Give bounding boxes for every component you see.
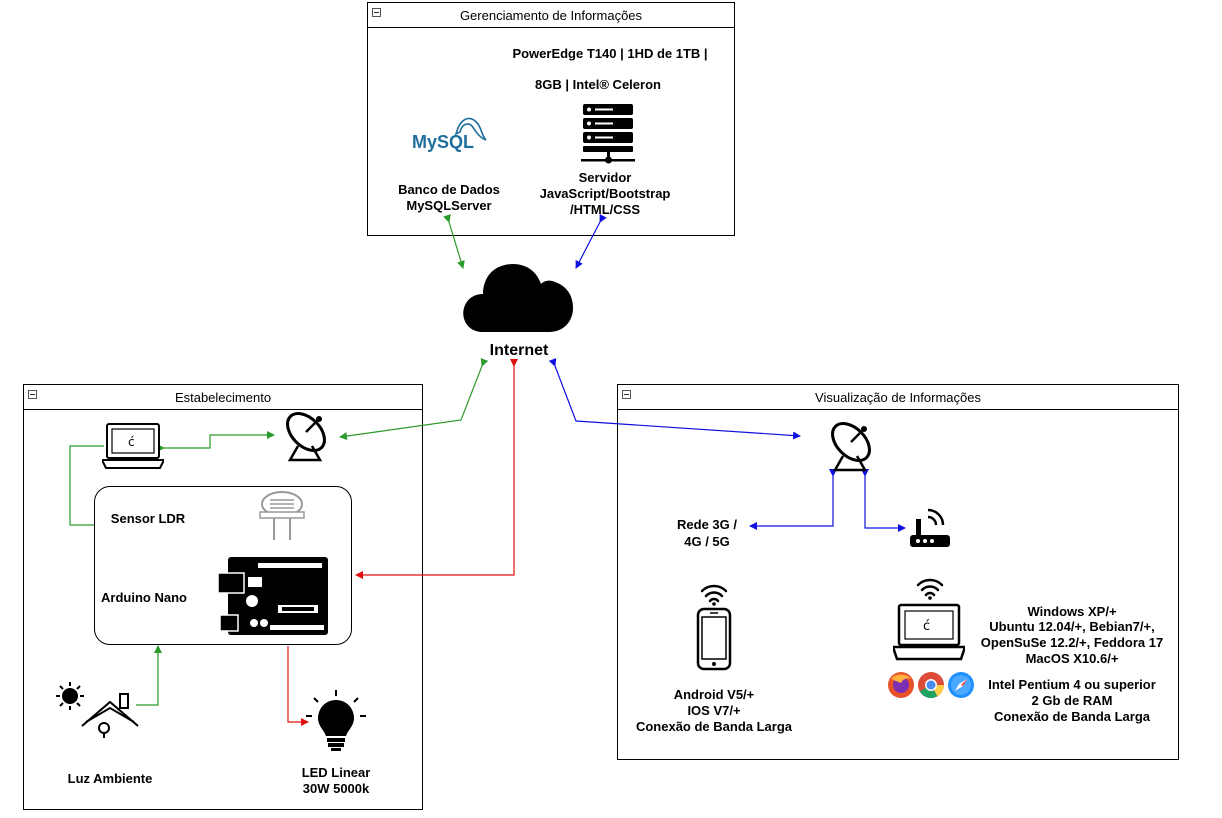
dish-network-link (749, 469, 837, 530)
wifi-icon (700, 584, 728, 606)
db-internet-link (443, 214, 465, 269)
mysql-logo: MySQL (412, 117, 487, 152)
house-sun-icon (56, 682, 139, 738)
server-label-line1: Servidor (578, 170, 632, 185)
arduino-board-icon (218, 557, 328, 635)
server-label-line2: JavaScript/Bootstrap (539, 186, 671, 201)
server-rack-icon (581, 104, 635, 164)
network-label-line2: 4G / 5G (684, 534, 730, 549)
desktop-hw-line1: Intel Pentium 4 ou superior (988, 677, 1156, 692)
router-icon (910, 508, 950, 547)
satellite-dish-icon (286, 412, 326, 462)
establishment-title: Estabelecimento (174, 389, 272, 405)
laptop-icon[interactable]: ć (893, 603, 965, 661)
chrome-icon (918, 672, 945, 699)
info-management-title: Gerenciamento de Informações (459, 7, 643, 23)
mysql-logo-text: MySQL (412, 132, 474, 152)
desktop-os-line4: MacOS X10.6/+ (1025, 651, 1119, 666)
desktop-os-line3: OpenSuSe 12.2/+, Feddora 17 (980, 635, 1164, 650)
internet-label: Internet (489, 342, 549, 359)
arduino-label: Arduino Nano (101, 590, 187, 605)
firefox-icon (888, 672, 914, 698)
establishment-header[interactable]: Estabelecimento (24, 385, 422, 410)
cloud-icon (463, 264, 573, 332)
internet-dish-link (339, 358, 489, 440)
collapse-icon[interactable] (372, 8, 381, 17)
bulb-icon (306, 690, 366, 751)
info-management-header[interactable]: Gerenciamento de Informações (368, 3, 734, 28)
laptop-sensor-link (69, 445, 104, 526)
network-label-line1: Rede 3G / (677, 517, 737, 532)
svg-text:ć: ć (923, 619, 930, 634)
database-label-line2: MySQLServer (406, 198, 492, 213)
desktop-hw-line3: Conexão de Banda Larga (993, 709, 1151, 724)
internet-visual-dish-link (548, 358, 801, 440)
server-internet-link (575, 213, 607, 269)
visualization-title: Visualização de Informações (815, 389, 981, 405)
ldr-sensor-icon (259, 491, 305, 540)
wifi-icon (916, 578, 944, 600)
ambient-light-label: Luz Ambiente (67, 771, 153, 786)
smartphone-icon (696, 607, 732, 671)
led-label-line2: 30W 5000k (302, 781, 370, 796)
mobile-label-line3: Conexão de Banda Larga (635, 719, 793, 734)
arduino-led-link (287, 646, 309, 726)
internet-arduino-link (355, 359, 518, 579)
laptop-dish-link (157, 431, 275, 452)
server-spec-line2: 8GB | Intel® Celeron (535, 77, 661, 92)
desktop-hw-line2: 2 Gb de RAM (1031, 693, 1113, 708)
server-spec-line1: PowerEdge T140 | 1HD de 1TB | (512, 46, 708, 61)
desktop-os-line2: Ubuntu 12.04/+, Bebian7/+, (989, 619, 1155, 634)
ambient-arduino-link (136, 645, 162, 706)
collapse-icon[interactable] (28, 390, 37, 399)
database-label-line1: Banco de Dados (398, 182, 500, 197)
satellite-dish-icon (831, 422, 871, 472)
mobile-label-line1: Android V5/+ (673, 687, 755, 702)
sensor-label: Sensor LDR (110, 511, 186, 526)
safari-icon (948, 672, 974, 698)
desktop-os-line1: Windows XP/+ (1027, 604, 1117, 619)
led-label-line1: LED Linear (301, 765, 371, 780)
svg-text:ć: ć (128, 435, 135, 449)
dish-router-link (861, 469, 906, 532)
info-management-container: Gerenciamento de Informações (367, 2, 735, 236)
laptop-icon[interactable]: ć (102, 422, 164, 470)
mobile-label-line2: IOS V7/+ (687, 703, 741, 718)
server-label-line3: /HTML/CSS (569, 202, 641, 217)
